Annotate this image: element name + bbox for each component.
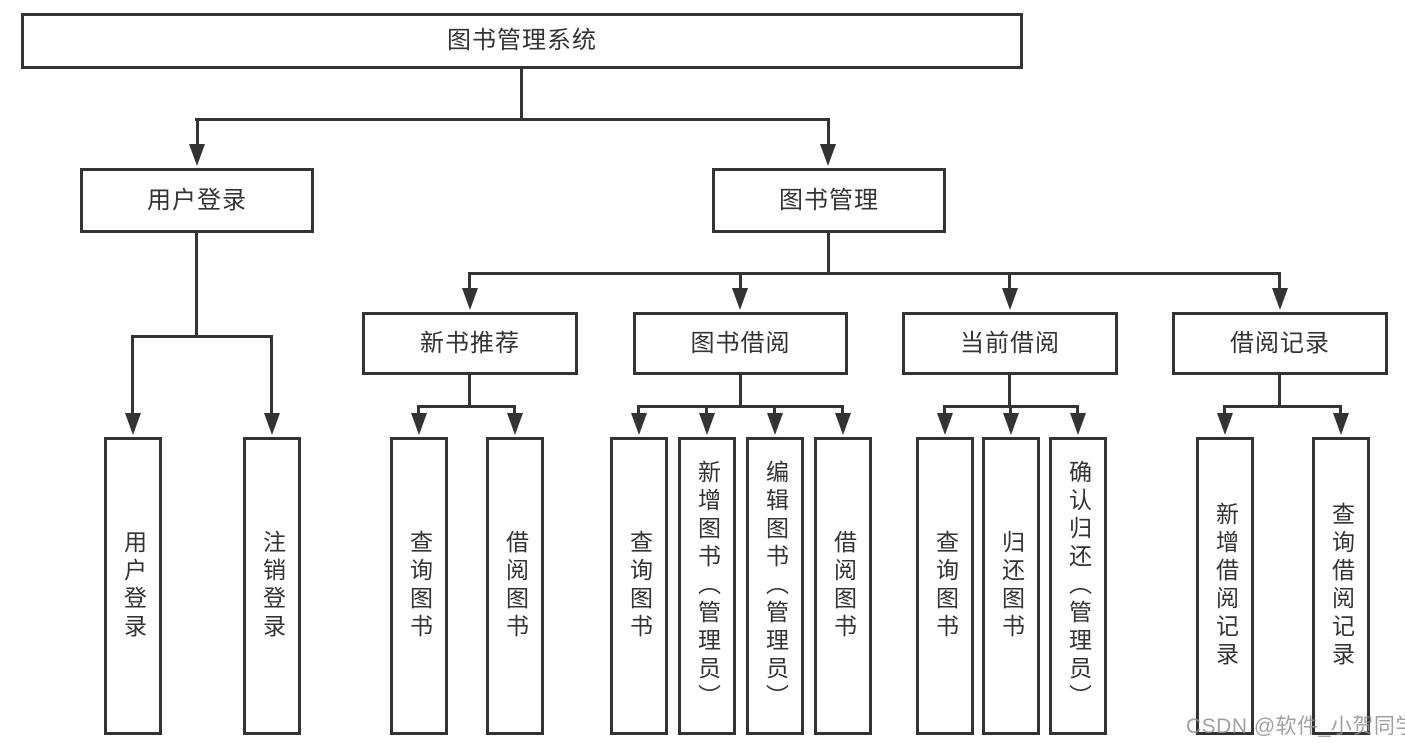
leaf-query-borrow-record: 查询借阅记录 <box>1312 437 1370 735</box>
node-root-label: 图书管理系统 <box>447 27 597 54</box>
leaf-cur-query-book: 查询图书 <box>916 437 974 735</box>
node-book-borrow-label: 图书借阅 <box>690 329 791 357</box>
connector-shaft-leaf-user-login <box>131 338 134 415</box>
arrowhead-book-management <box>820 144 836 166</box>
connector-book-borrow-stem <box>739 375 742 408</box>
connector-shaft-current-borrow <box>1008 272 1011 290</box>
connector-shaft-cur-confirm-return <box>1076 405 1079 415</box>
arrowhead-new-book-recommend <box>462 288 478 310</box>
connector-shaft-book-management <box>827 118 830 145</box>
connector-user-login-stem <box>195 233 198 338</box>
node-new-book-recommend: 新书推荐 <box>362 312 578 375</box>
leaf-add-borrow-record: 新增借阅记录 <box>1196 437 1254 735</box>
connector-shaft-cur-return-book <box>1009 405 1012 415</box>
connector-book-borrow-rail <box>637 405 844 408</box>
arrowhead-rec-query-book <box>411 413 427 435</box>
arrowhead-add-borrow-record <box>1217 413 1233 435</box>
node-new-book-recommend-label: 新书推荐 <box>420 329 520 357</box>
arrowhead-bor-add-book <box>699 413 715 435</box>
arrowhead-rec-borrow-book <box>507 413 523 435</box>
connector-borrow-record-rail <box>1223 405 1342 408</box>
connector-shaft-new-book-recommend <box>468 272 471 290</box>
connector-shaft-borrow-record <box>1278 272 1281 290</box>
node-borrow-record-label: 借阅记录 <box>1230 329 1330 357</box>
csdn-watermark: CSDN @软件_小贺同学 <box>1186 715 1405 738</box>
node-book-management: 图书管理 <box>712 168 946 233</box>
leaf-bor-borrow-book: 借阅图书 <box>814 437 872 735</box>
leaf-bor-edit-book-admin: 编辑图书（管理员） <box>746 437 804 735</box>
leaf-rec-query-book: 查询图书 <box>390 437 448 735</box>
leaf-cur-query-book-label: 查询图书 <box>932 530 959 642</box>
connector-borrow-record-stem <box>1278 375 1281 408</box>
arrowhead-query-borrow-record <box>1333 413 1349 435</box>
arrowhead-current-borrow <box>1002 288 1018 310</box>
leaf-bor-query-book: 查询图书 <box>610 437 668 735</box>
connector-shaft-bor-edit-book <box>773 405 776 415</box>
arrowhead-leaf-logout-login <box>264 413 280 435</box>
connector-level2-rail <box>195 118 830 121</box>
connector-new-book-recommend-rail <box>417 405 516 408</box>
connector-shaft-user-login <box>196 118 199 145</box>
leaf-logout-login: 注销登录 <box>243 437 301 735</box>
leaf-rec-borrow-book-label: 借阅图书 <box>502 530 529 642</box>
node-root: 图书管理系统 <box>21 13 1023 69</box>
connector-new-book-recommend-stem <box>468 375 471 408</box>
leaf-user-login-label: 用户登录 <box>120 530 147 642</box>
connector-shaft-bor-query-book <box>637 405 640 415</box>
connector-shaft-query-borrow-record <box>1339 405 1342 415</box>
leaf-add-borrow-record-label: 新增借阅记录 <box>1212 502 1239 670</box>
arrowhead-cur-query-book <box>937 413 953 435</box>
node-current-borrow-label: 当前借阅 <box>960 329 1060 357</box>
node-book-borrow: 图书借阅 <box>633 312 848 375</box>
connector-shaft-add-borrow-record <box>1223 405 1226 415</box>
leaf-bor-add-book-admin-label: 新增图书（管理员） <box>694 460 721 712</box>
arrowhead-bor-edit-book <box>767 413 783 435</box>
connector-shaft-cur-query-book <box>943 405 946 415</box>
connector-shaft-leaf-logout-login <box>270 338 273 415</box>
leaf-bor-query-book-label: 查询图书 <box>626 530 653 642</box>
arrowhead-bor-query-book <box>631 413 647 435</box>
arrowhead-cur-return-book <box>1003 413 1019 435</box>
leaf-bor-add-book-admin: 新增图书（管理员） <box>678 437 736 735</box>
leaf-rec-query-book-label: 查询图书 <box>406 530 433 642</box>
connector-level3-rail <box>468 272 1281 275</box>
node-user-login: 用户登录 <box>80 168 314 233</box>
connector-current-borrow-stem <box>1008 375 1011 408</box>
connector-shaft-rec-query-book <box>417 405 420 415</box>
arrowhead-cur-confirm-return <box>1070 413 1086 435</box>
connector-shaft-bor-add-book <box>705 405 708 415</box>
connector-user-login-rail <box>131 335 273 338</box>
arrowhead-borrow-record <box>1272 288 1288 310</box>
leaf-user-login: 用户登录 <box>104 437 162 735</box>
arrowhead-leaf-user-login <box>125 413 141 435</box>
node-user-login-label: 用户登录 <box>147 186 247 214</box>
leaf-cur-return-book: 归还图书 <box>982 437 1040 735</box>
arrowhead-user-login <box>189 144 205 166</box>
connector-shaft-book-borrow <box>739 272 742 290</box>
arrowhead-book-borrow <box>732 288 748 310</box>
leaf-cur-confirm-return-admin-label: 确认归还（管理员） <box>1065 460 1092 712</box>
leaf-rec-borrow-book: 借阅图书 <box>486 437 544 735</box>
leaf-bor-borrow-book-label: 借阅图书 <box>830 530 857 642</box>
connector-shaft-rec-borrow-book <box>513 405 516 415</box>
leaf-query-borrow-record-label: 查询借阅记录 <box>1328 502 1355 670</box>
leaf-cur-return-book-label: 归还图书 <box>998 530 1025 642</box>
node-current-borrow: 当前借阅 <box>902 312 1118 375</box>
connector-book-management-stem <box>827 233 830 275</box>
connector-shaft-bor-borrow-book <box>841 405 844 415</box>
leaf-cur-confirm-return-admin: 确认归还（管理员） <box>1049 437 1107 735</box>
node-borrow-record: 借阅记录 <box>1172 312 1388 375</box>
arrowhead-bor-borrow-book <box>835 413 851 435</box>
leaf-logout-login-label: 注销登录 <box>259 530 286 642</box>
connector-root-stem <box>520 68 523 121</box>
leaf-bor-edit-book-admin-label: 编辑图书（管理员） <box>762 460 789 712</box>
node-book-management-label: 图书管理 <box>779 186 879 214</box>
